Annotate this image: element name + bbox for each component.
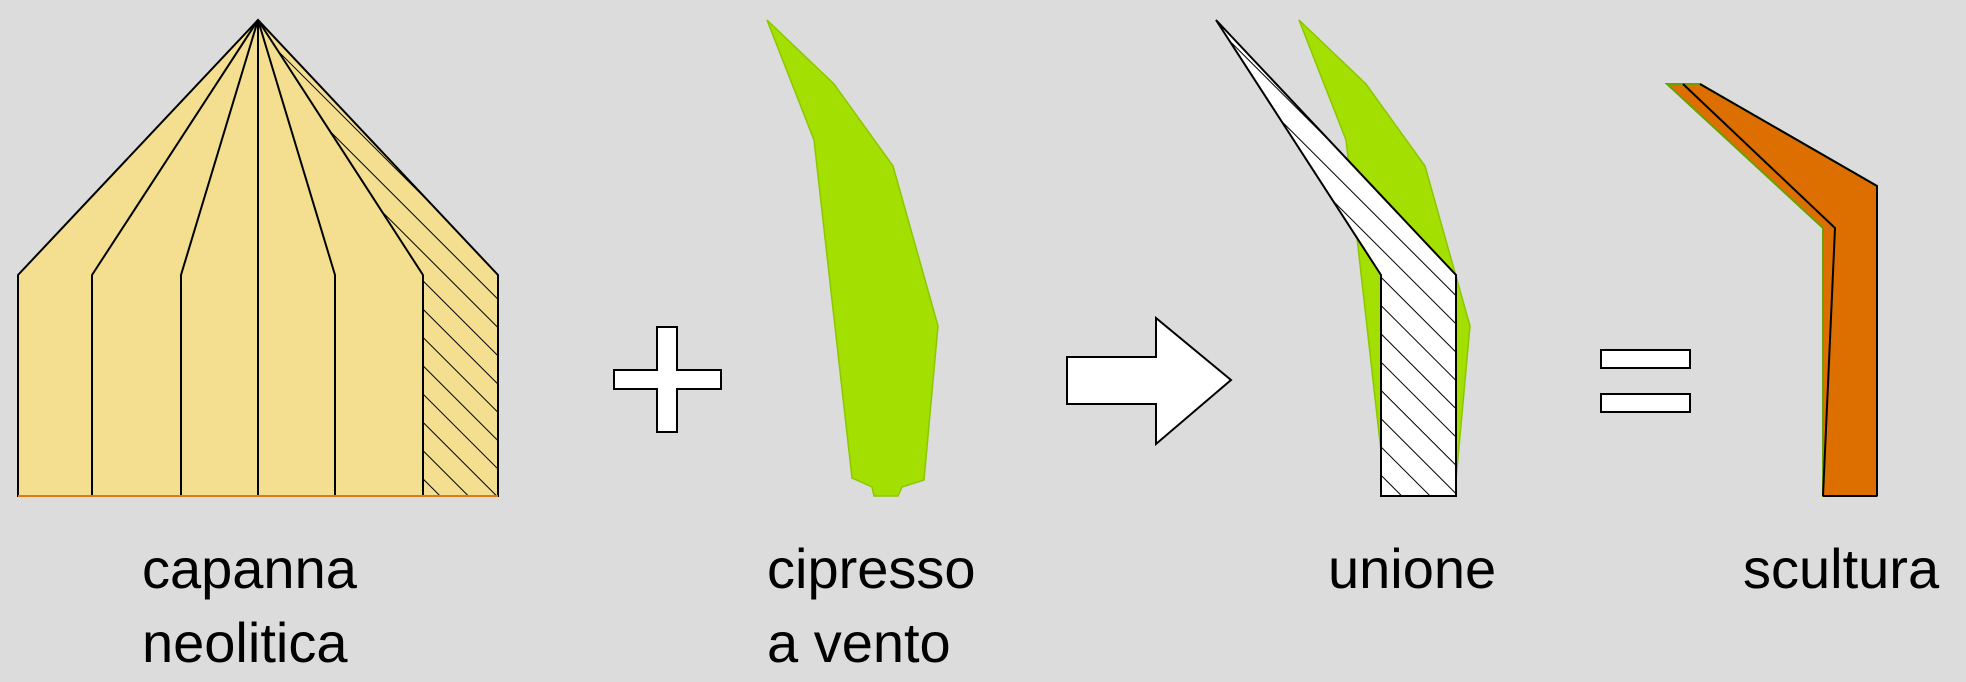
label-neolithic-hut-line2: neolitica [142, 611, 348, 674]
sculpture-figure [1664, 83, 1878, 497]
label-wind-cypress-line2: a vento [767, 611, 951, 674]
union-figure [1215, 19, 1471, 497]
plus-sign [613, 326, 722, 433]
label-union-line1: unione [1328, 537, 1497, 600]
label-sculpture-line1: scultura [1743, 537, 1940, 600]
wind-cypress-figure [766, 19, 939, 497]
label-neolithic-hut: capanna neolitica [142, 532, 357, 680]
neolithic-hut-figure [17, 18, 499, 497]
label-sculpture: scultura [1743, 532, 1939, 606]
label-wind-cypress-line1: cipresso [767, 537, 976, 600]
equals-sign [1600, 349, 1691, 413]
arrow-right [1066, 315, 1233, 447]
label-union: unione [1328, 532, 1496, 606]
label-neolithic-hut-line1: capanna [142, 537, 357, 600]
label-wind-cypress: cipresso a vento [767, 532, 976, 680]
